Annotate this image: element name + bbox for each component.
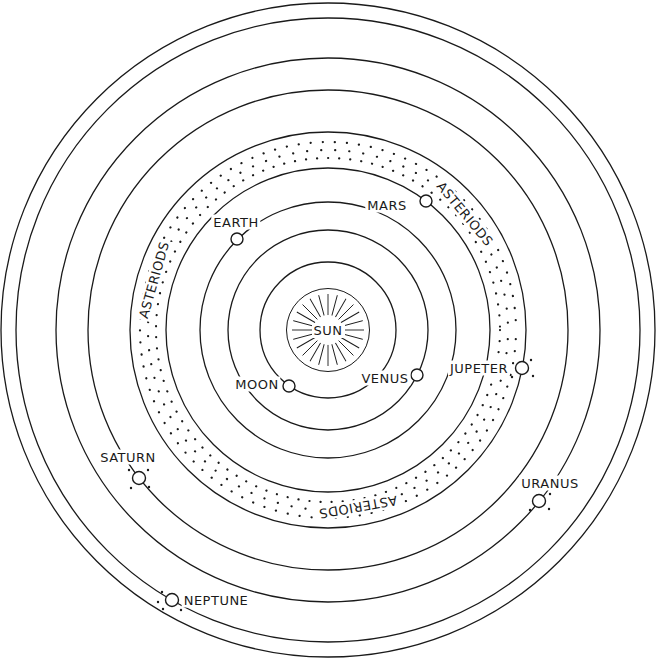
orbit-ring <box>228 230 428 430</box>
planet-label: MARS <box>365 198 408 213</box>
orbit-ring <box>200 202 456 458</box>
moon-label: MOON <box>233 377 280 392</box>
planet-marker <box>420 195 432 207</box>
planet-label: VENUS <box>359 371 410 386</box>
asteroid-label: ASTERIODS <box>316 492 401 521</box>
sun-circle: SUN <box>286 288 370 372</box>
orbit-ring <box>56 58 600 602</box>
planet-label: SATURN <box>98 450 158 465</box>
planet-label: EARTH <box>211 215 260 230</box>
planet-label: URANUS <box>519 476 580 491</box>
planet-marker <box>166 594 179 607</box>
sun-label: SUN <box>312 323 345 338</box>
asteroid-dots <box>148 150 508 510</box>
asteroid-dots <box>156 158 500 502</box>
orbit-ring <box>16 18 640 642</box>
planet-label: JUPETER <box>448 361 510 376</box>
asteroid-dots <box>140 142 516 518</box>
orbit-ring <box>166 168 490 492</box>
planet-marker <box>411 369 423 381</box>
satellite-dots <box>128 359 551 611</box>
orbit-ring <box>130 132 526 528</box>
planet-label: NEPTUNE <box>182 593 251 608</box>
moon-marker <box>283 380 295 392</box>
planet-marker <box>231 233 243 245</box>
planet-marker <box>533 495 546 508</box>
orbit-ring <box>88 90 568 570</box>
orbit-ring <box>1 3 655 657</box>
planet-marker <box>516 362 529 375</box>
planet-marker <box>133 472 146 485</box>
sun-rays <box>292 294 364 366</box>
